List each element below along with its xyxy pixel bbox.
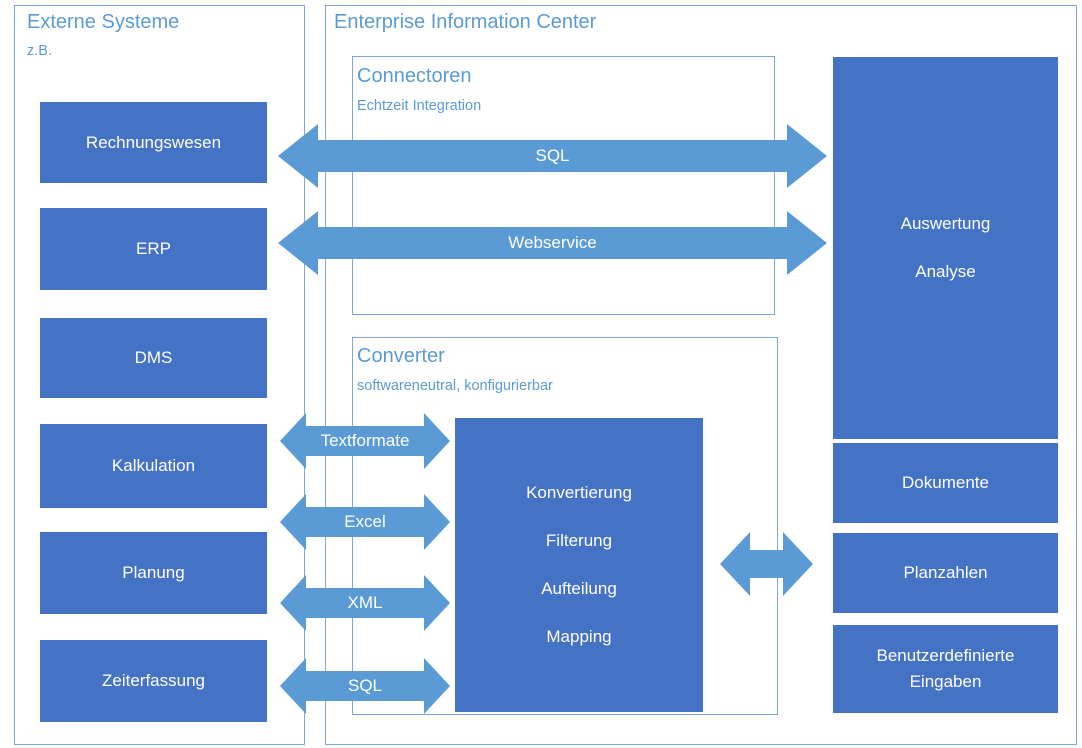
external-system-box-dms[interactable]: DMS — [40, 318, 267, 398]
double-arrow-icon — [280, 413, 450, 469]
external-system-label: ERP — [136, 239, 171, 258]
double-arrow-icon — [720, 532, 813, 596]
konvertierung-line: Aufteilung — [541, 579, 617, 598]
konvertierung-line: Konvertierung — [526, 483, 632, 502]
external-system-box-planung[interactable]: Planung — [40, 532, 267, 614]
output-line: Eingaben — [909, 672, 982, 691]
double-arrow-icon — [280, 658, 450, 714]
konvertierung-line: Mapping — [546, 627, 612, 646]
external-system-box-erp[interactable]: ERP — [40, 208, 267, 290]
output-line: Benutzerdefinierte — [876, 646, 1015, 665]
output-box-dokumente[interactable]: Dokumente — [833, 443, 1058, 523]
panel-connectoren — [352, 56, 775, 315]
connector-arrow-sql[interactable]: SQL — [278, 124, 827, 188]
panel-converter-subtitle: softwareneutral, konfigurierbar — [357, 378, 553, 394]
external-system-box-rechnungswesen[interactable]: Rechnungswesen — [40, 102, 267, 183]
panel-externe-systeme — [14, 5, 305, 745]
double-arrow-icon — [280, 494, 450, 550]
converter-arrow-excel[interactable]: Excel — [280, 494, 450, 550]
panel-connectoren-title: Connectoren — [357, 65, 472, 87]
konvertierung-box[interactable]: Konvertierung Filterung Aufteilung Mappi… — [455, 418, 703, 712]
external-system-label: Rechnungswesen — [85, 132, 222, 152]
output-box-benutzerdefinierte-eingaben[interactable]: Benutzerdefinierte Eingaben — [833, 625, 1058, 713]
konvertierung-line: Filterung — [545, 531, 613, 550]
panel-connectoren-subtitle: Echtzeit Integration — [357, 98, 482, 114]
panel-externe-systeme-subtitle: z.B. — [27, 43, 52, 59]
output-line: Analyse — [915, 262, 976, 281]
external-system-label: Planung — [122, 563, 185, 582]
double-arrow-icon — [278, 211, 827, 275]
output-line: Dokumente — [902, 473, 989, 492]
output-line: Planzahlen — [903, 563, 988, 582]
external-system-box-zeiterfassung[interactable]: Zeiterfassung — [40, 640, 267, 722]
panel-enterprise-information-center-title: Enterprise Information Center — [334, 11, 597, 33]
converter-arrow-xml[interactable]: XML — [280, 575, 450, 631]
converter-output-arrow[interactable] — [720, 528, 813, 600]
output-line: Auswertung — [900, 214, 991, 233]
output-box-planzahlen[interactable]: Planzahlen — [833, 533, 1058, 613]
double-arrow-icon — [278, 124, 827, 188]
converter-arrow-textformate[interactable]: Textformate — [280, 413, 450, 469]
external-system-label: Zeiterfassung — [102, 671, 205, 690]
external-system-box-kalkulation[interactable]: Kalkulation — [40, 424, 267, 508]
external-system-label: DMS — [134, 348, 173, 367]
panel-enterprise-information-center — [325, 5, 1077, 745]
output-box-auswertung-analyse[interactable]: Auswertung Analyse — [833, 57, 1058, 439]
connector-arrow-webservice[interactable]: Webservice — [278, 211, 827, 275]
converter-arrow-sql[interactable]: SQL — [280, 658, 450, 714]
panel-converter-title: Converter — [357, 345, 445, 367]
external-system-label: Kalkulation — [111, 456, 196, 475]
double-arrow-icon — [280, 575, 450, 631]
panel-externe-systeme-title: Externe Systeme — [27, 11, 180, 33]
